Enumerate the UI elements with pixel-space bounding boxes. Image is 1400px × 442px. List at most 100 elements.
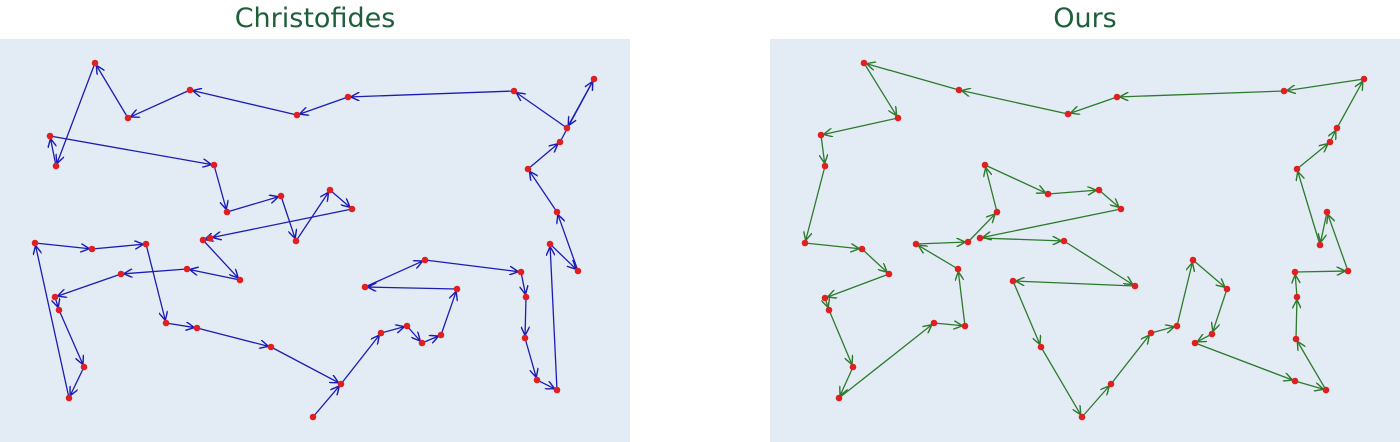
christofides-city-node	[236, 276, 244, 284]
ours-tour-edge	[1150, 327, 1174, 334]
ours-tour-edge	[933, 323, 962, 326]
christofides-tour-edge	[380, 327, 404, 334]
ours-city-node	[821, 162, 829, 170]
ours-tour-edge	[1047, 190, 1096, 194]
christofides-city-node	[563, 124, 571, 132]
ours-city-node	[930, 319, 938, 327]
ours-city-node	[1009, 277, 1017, 285]
ours-city-node	[825, 306, 833, 314]
ours-city-node	[1223, 285, 1231, 293]
christofides-city-node	[521, 334, 529, 342]
christofides-city-node	[267, 343, 275, 351]
ours-tour-edge	[1071, 96, 1118, 113]
ours-city-node	[849, 363, 857, 371]
christofides-city-node	[344, 93, 352, 101]
christofides-panel-title: Christofides	[234, 3, 396, 34]
christofides-tour-edge	[58, 309, 83, 364]
christofides-tour-edge	[57, 62, 96, 163]
christofides-tour-edge	[49, 135, 211, 164]
christofides-city-node	[210, 161, 218, 169]
ours-tour-edge	[984, 164, 1045, 193]
christofides-city-node	[65, 394, 73, 402]
ours-city-node	[1322, 386, 1330, 394]
christofides-tour-edge	[165, 323, 194, 327]
ours-city-node	[821, 294, 829, 302]
ours-city-node	[1060, 237, 1068, 245]
christofides-city-node	[348, 205, 356, 213]
ours-city-node	[1044, 190, 1052, 198]
ours-city-node	[1095, 186, 1103, 194]
christofides-city-node	[91, 59, 99, 67]
ours-city-node	[894, 114, 902, 122]
ours-city-node	[961, 322, 969, 330]
christofides-tour-edge	[280, 195, 295, 238]
ours-tour-edge	[1296, 300, 1297, 340]
christofides-city-node	[522, 293, 530, 301]
ours-city-node	[801, 239, 809, 247]
ours-city-node	[1291, 268, 1299, 276]
ours-city-node	[1173, 322, 1181, 330]
christofides-tour-edge	[270, 346, 338, 382]
christofides-tour-edge	[190, 270, 241, 281]
christofides-city-node	[52, 162, 60, 170]
ours-city-node	[1323, 208, 1331, 216]
ours-tour-edge	[863, 62, 896, 115]
ours-tour-edge	[1294, 271, 1345, 272]
christofides-city-node	[183, 265, 191, 273]
christofides-city-node	[553, 386, 561, 394]
ours-tour-edge	[1296, 144, 1327, 170]
ours-tour-edge	[828, 273, 890, 297]
christofides-city-node	[337, 380, 345, 388]
christofides-tour-edge	[97, 66, 129, 119]
christofides-tour-edge	[329, 189, 349, 207]
christofides-city-node	[46, 132, 54, 140]
ours-tour-edge	[1213, 288, 1228, 331]
christofides-city-node	[186, 86, 194, 94]
christofides-city-node	[546, 240, 554, 248]
ours-tour-edge	[967, 215, 995, 243]
christofides-city-node	[361, 283, 369, 291]
ours-panel-title: Ours	[1053, 3, 1117, 34]
ours-tour-edge	[1294, 380, 1323, 389]
christofides-tour-edge	[527, 144, 557, 170]
ours-tour-edge	[861, 248, 886, 272]
ours-tour-edge	[1098, 189, 1118, 207]
christofides-tour-edge	[300, 96, 349, 114]
ours-tour-edge	[1081, 387, 1109, 418]
ours-city-node	[1344, 267, 1352, 275]
christofides-city-node	[309, 413, 317, 421]
ours-tour-edge	[1063, 240, 1132, 284]
ours-city-node	[1113, 93, 1121, 101]
christofides-tour-edge	[525, 296, 526, 335]
ours-city-node	[1293, 165, 1301, 173]
christofides-city-node	[162, 319, 170, 327]
christofides-city-node	[293, 111, 301, 119]
ours-city-node	[1131, 282, 1139, 290]
ours-tour-edge	[867, 64, 960, 91]
christofides-tour-edge	[530, 172, 558, 213]
christofides-city-node	[31, 239, 39, 247]
christofides-plot-background	[0, 39, 630, 442]
ours-city-node	[1326, 138, 1334, 146]
ours-tour-edge	[828, 309, 852, 364]
ours-tour-edge	[958, 272, 966, 327]
ours-city-node	[1208, 330, 1216, 338]
ours-city-node	[1191, 339, 1199, 347]
ours-tour-edge	[1298, 342, 1327, 391]
ours-city-node	[1117, 205, 1125, 213]
christofides-city-node	[553, 208, 561, 216]
ours-tour-edge	[1287, 78, 1365, 90]
ours-tour-edge	[1012, 280, 1040, 344]
ours-tour-edge	[1016, 281, 1136, 287]
christofides-tour-edge	[131, 89, 191, 117]
ours-tour-edge	[1336, 82, 1362, 129]
christofides-tour-edge	[213, 208, 353, 237]
christofides-tour-plot	[0, 39, 630, 442]
christofides-city-node	[403, 322, 411, 330]
ours-city-node	[1107, 380, 1115, 388]
christofides-tour-edge	[521, 271, 525, 294]
ours-tour-edge	[1194, 342, 1292, 380]
christofides-city-node	[418, 339, 426, 347]
christofides-tour-edge	[368, 287, 458, 289]
christofides-tour-edge	[34, 242, 89, 249]
